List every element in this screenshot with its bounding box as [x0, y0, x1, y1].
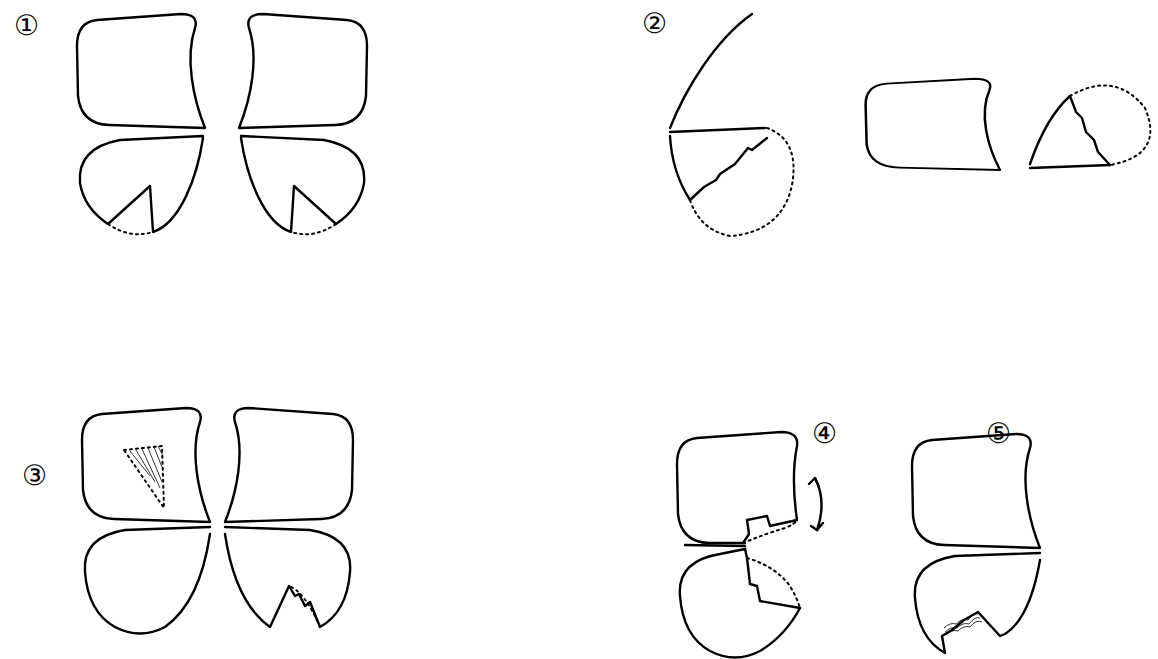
figure-number: ③ — [22, 462, 47, 490]
wing-repaired — [912, 434, 1040, 653]
wing-pair-notched — [77, 14, 367, 234]
figure-number: ④ — [812, 420, 837, 448]
wing-pair-damaged — [82, 408, 353, 634]
wing-swap — [677, 432, 823, 658]
figure-number: ② — [642, 10, 667, 38]
wing-fragments — [670, 14, 1150, 236]
figure-number: ① — [14, 12, 39, 40]
figure-number: ⑤ — [986, 420, 1011, 448]
